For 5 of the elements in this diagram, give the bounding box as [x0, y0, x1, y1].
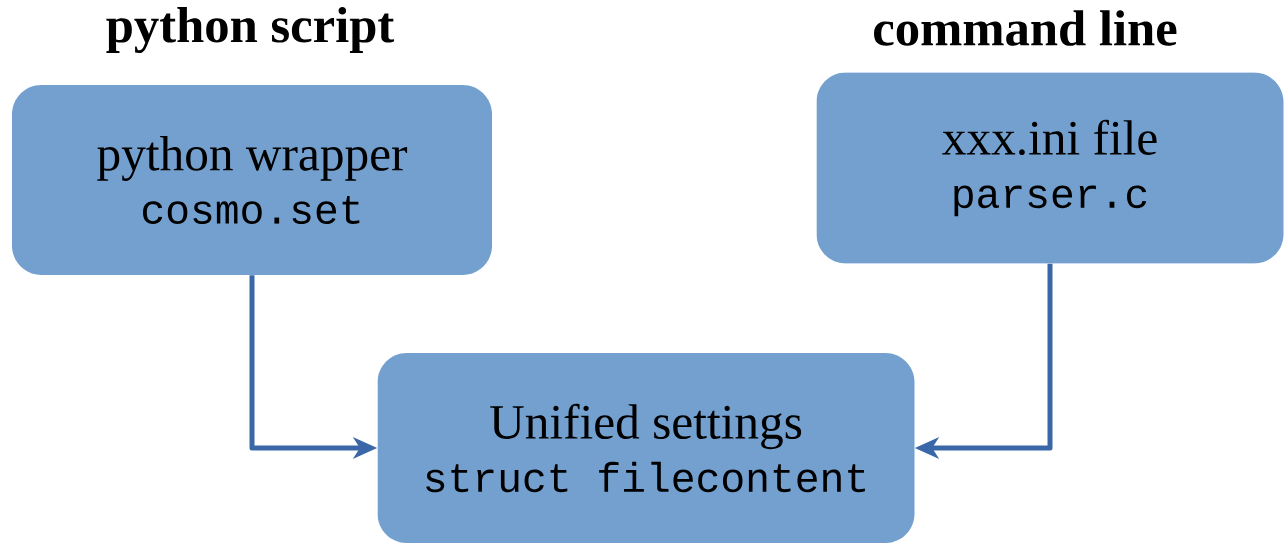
process-box: xxx.ini file parser.c: [816, 72, 1284, 264]
heading: command line: [874, 10, 1177, 46]
process-box: python wrapper cosmo.set: [12, 85, 492, 275]
process-box: Unified settings struct filecontent: [377, 353, 915, 543]
heading: python script: [106, 6, 395, 54]
